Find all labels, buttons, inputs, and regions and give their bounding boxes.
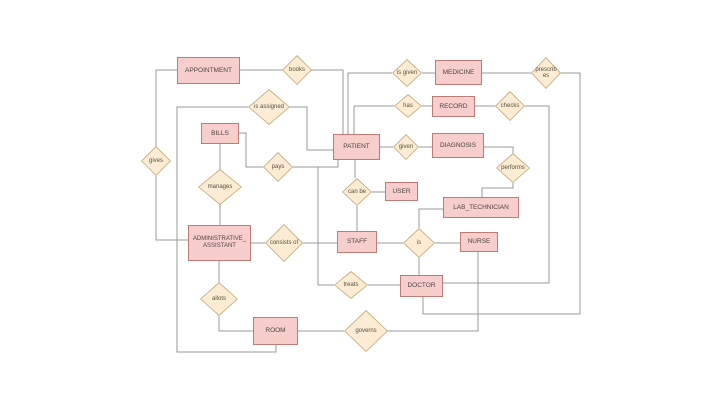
relationship-label: checks	[500, 102, 520, 109]
edge-checks-doctor	[443, 105, 550, 284]
edge-gives-admin	[155, 176, 188, 241]
entity-patient[interactable]: PATIENT	[333, 134, 380, 160]
relationship-label: performs	[501, 164, 525, 171]
edge-prescribes-doctor	[422, 72, 581, 315]
entity-room[interactable]: ROOM	[253, 317, 298, 345]
relationship-label: gives	[148, 157, 163, 164]
entity-appointment[interactable]: APPOINTMENT	[177, 57, 240, 84]
edge-assigned-room	[176, 106, 277, 353]
relationship-label: given	[398, 143, 414, 150]
entity-label: RECORD	[439, 102, 468, 110]
entity-nurse[interactable]: NURSE	[460, 232, 498, 252]
entity-diagnosis[interactable]: DIAGNOSIS	[432, 133, 484, 158]
relationship-label: is	[416, 239, 422, 246]
relationship-label: prescribes	[535, 66, 557, 79]
entity-label: ROOM	[265, 327, 286, 335]
entity-medicine[interactable]: MEDICINE	[435, 60, 482, 85]
relationship-label: allots	[211, 295, 226, 302]
entity-label: DIAGNOSIS	[439, 141, 477, 149]
edge-diagnosis-performs	[484, 146, 514, 153]
relationship-label: treats	[343, 281, 359, 288]
edge-performs-labtech	[481, 183, 514, 197]
relationship-label: is assigned	[253, 103, 285, 110]
entity-label: NURSE	[467, 238, 491, 246]
entity-label: ADMINISTRATIVE_ ASSISTANT	[192, 235, 247, 249]
edge-treats-patient	[317, 167, 334, 286]
relationship-label: governs	[355, 327, 377, 334]
diamond-shape	[395, 95, 421, 117]
edge-patient-isgiven	[347, 72, 392, 134]
edge-assigned-patient	[289, 106, 333, 151]
edge-bills-pays	[239, 132, 263, 168]
entity-label: USER	[392, 187, 411, 195]
edge-governs-nurse	[387, 252, 479, 332]
entity-lab-technician[interactable]: LAB_TECHNICIAN	[443, 197, 519, 218]
entity-label: APPOINTMENT	[185, 66, 232, 74]
entity-bills[interactable]: BILLS	[201, 123, 239, 144]
entity-user[interactable]: USER	[385, 182, 418, 201]
entity-doctor[interactable]: DOCTOR	[400, 275, 443, 297]
edge-appointment-gives	[155, 69, 177, 147]
relationship-label: pays	[271, 163, 285, 170]
entity-label: PATIENT	[343, 143, 370, 151]
entity-staff[interactable]: STAFF	[337, 231, 377, 253]
entity-label: STAFF	[346, 238, 368, 246]
relationship-label: manages	[207, 183, 233, 190]
relationship-label: books	[288, 66, 305, 73]
relationship-label: can be	[347, 188, 366, 195]
entity-label: DOCTOR	[407, 282, 436, 290]
relationship-label: has	[403, 102, 413, 109]
entity-label: BILLS	[211, 129, 229, 137]
entity-record[interactable]: RECORD	[432, 96, 475, 117]
edge-allots-room	[218, 316, 253, 332]
relationship-label: consists of	[269, 239, 299, 246]
entity-label: MEDICINE	[442, 68, 475, 76]
diamond-shape	[394, 135, 418, 159]
entity-administrative-assistant[interactable]: ADMINISTRATIVE_ ASSISTANT	[188, 225, 251, 261]
relationship-label: is given	[396, 69, 418, 76]
edge-pays-patient	[293, 160, 339, 168]
edge-books-patient	[311, 69, 344, 134]
edge-patient-has	[353, 105, 394, 134]
edge-is-labtech	[418, 208, 443, 228]
entity-label: LAB_TECHNICIAN	[453, 203, 509, 211]
